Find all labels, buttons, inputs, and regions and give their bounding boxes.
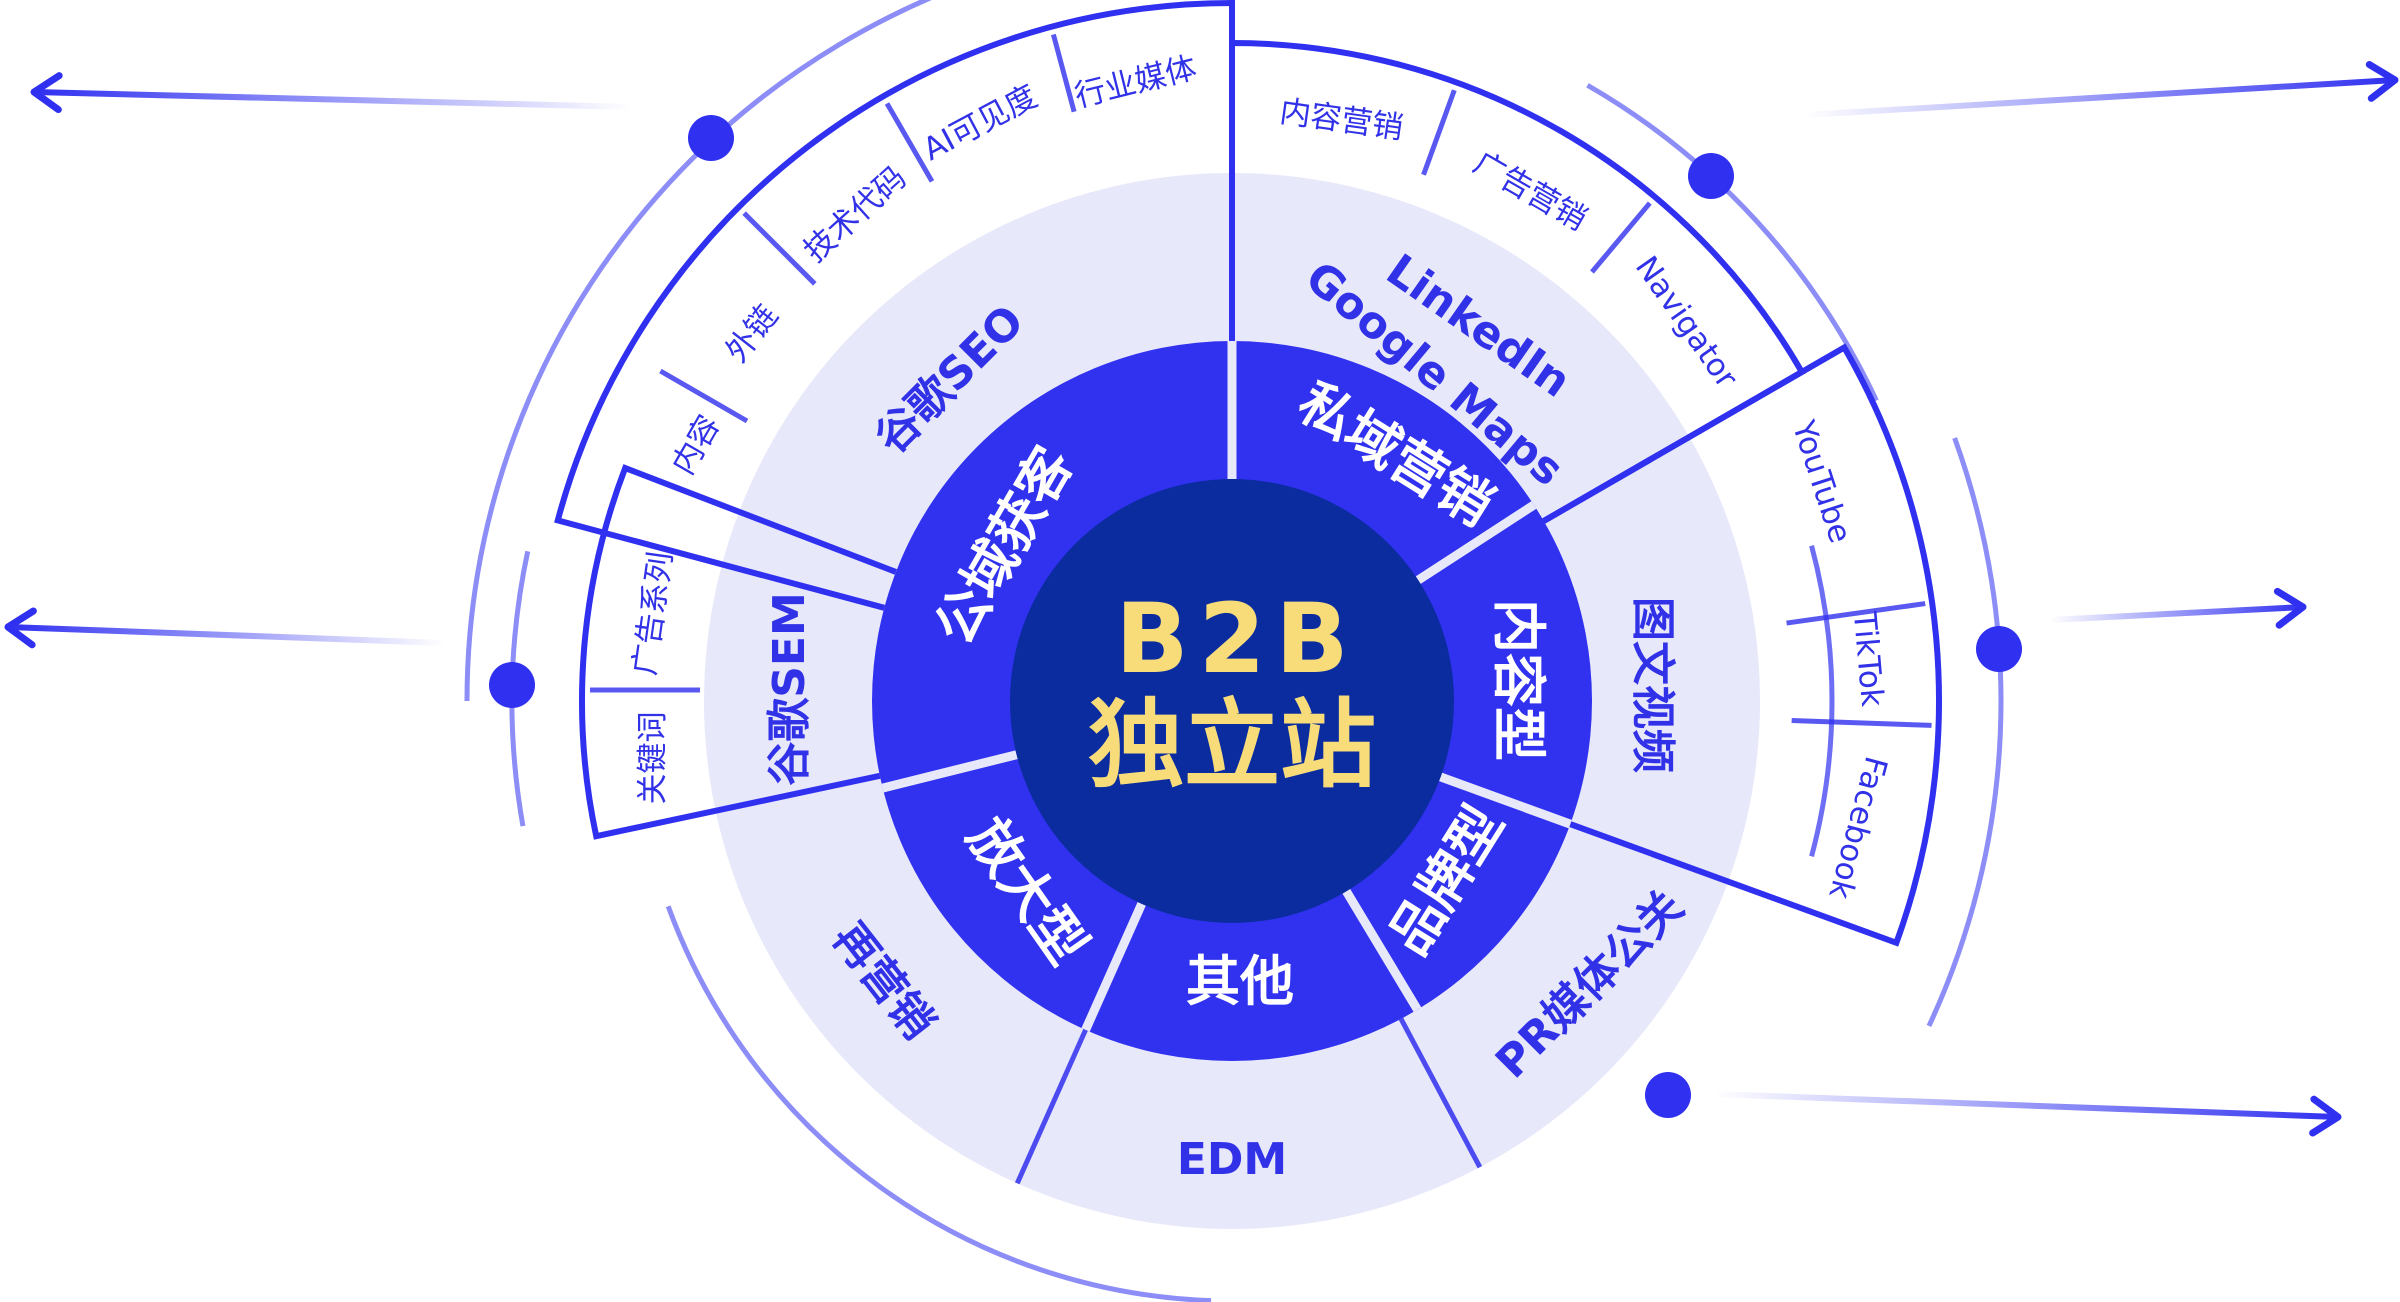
center-title-site: 独立站 <box>1088 689 1376 801</box>
tab-divider <box>659 368 749 424</box>
arrow-head-icon <box>2273 587 2307 629</box>
media-box <box>1542 343 1942 947</box>
decorative-arc <box>1926 437 2004 1028</box>
tab-divider <box>1786 601 1926 626</box>
label-edm: EDM <box>1177 1134 1287 1185</box>
tab-seo-tech-code: 技术代码 <box>797 160 913 270</box>
tab-seo-content: 内容 <box>665 409 727 481</box>
tab-sem-keywords: 关键词 <box>635 712 671 805</box>
tab-divider <box>742 211 817 286</box>
tab-seo-industry-media: 行业媒体 <box>1071 50 1200 115</box>
segment-divider <box>881 750 1018 793</box>
label-sem: 谷歌SEM <box>764 592 815 786</box>
label-media: 图文视频 <box>1627 597 1678 773</box>
arrow-head-icon <box>2309 1095 2342 1137</box>
decorative-arcs <box>464 0 2022 1302</box>
segment-divider <box>1342 888 1422 1012</box>
tab-divider <box>1791 718 1932 728</box>
segment-divider <box>1439 772 1572 829</box>
tab-seo-backlinks: 外链 <box>719 298 786 369</box>
label-other: 其他 <box>1186 950 1294 1013</box>
tab-divider <box>1051 33 1077 113</box>
node-dot <box>1688 153 1734 199</box>
tab-sem-campaigns: 广告系列 <box>627 550 680 678</box>
arrow-line <box>1713 1091 2339 1120</box>
tab-divider <box>1590 201 1652 274</box>
seo-box <box>554 0 1235 611</box>
center-circle <box>1010 479 1454 923</box>
arrow-line <box>33 89 631 110</box>
center-title-b2b: B2B <box>1115 583 1358 695</box>
decorative-arc <box>464 0 933 702</box>
label-content-type: 内容型 <box>1487 599 1550 761</box>
arrow-head-icon <box>30 72 63 114</box>
arrow-line <box>2049 604 2304 623</box>
ring-dividers <box>881 341 1572 1185</box>
tab-divider <box>1421 89 1457 176</box>
edm-divider <box>1398 1017 1483 1169</box>
tab-divider <box>884 102 935 183</box>
media-inner-arc <box>1809 545 1835 857</box>
node-dot <box>1645 1072 1691 1118</box>
segment-divider <box>1415 501 1537 584</box>
tab-private-ad-marketing: 广告营销 <box>1467 145 1592 238</box>
arrow-head-icon <box>2365 61 2399 102</box>
node-dot <box>489 662 535 708</box>
arrows <box>4 61 2399 1137</box>
tab-media-tiktok: TikTok <box>1846 609 1890 708</box>
tab-private-content-marketing: 内容营销 <box>1277 94 1405 147</box>
decorative-arc <box>1586 83 1879 402</box>
category-tab-boxes <box>554 0 1942 947</box>
private-box <box>1229 39 1806 524</box>
arrow-head-icon <box>4 607 37 649</box>
tab-media-youtube: YouTube <box>1785 415 1859 547</box>
arrow-line <box>7 624 445 646</box>
arrow-line <box>1804 77 2396 118</box>
node-dot <box>688 115 734 161</box>
tab-media-facebook: Facebook <box>1821 753 1893 903</box>
sem-box <box>579 464 897 840</box>
segment-divider <box>1081 901 1146 1032</box>
node-dot <box>1976 626 2022 672</box>
edm-divider <box>1014 1028 1088 1185</box>
decorative-arc <box>665 905 1212 1302</box>
tab-seo-ai-visibility: AI可见度 <box>917 78 1043 168</box>
